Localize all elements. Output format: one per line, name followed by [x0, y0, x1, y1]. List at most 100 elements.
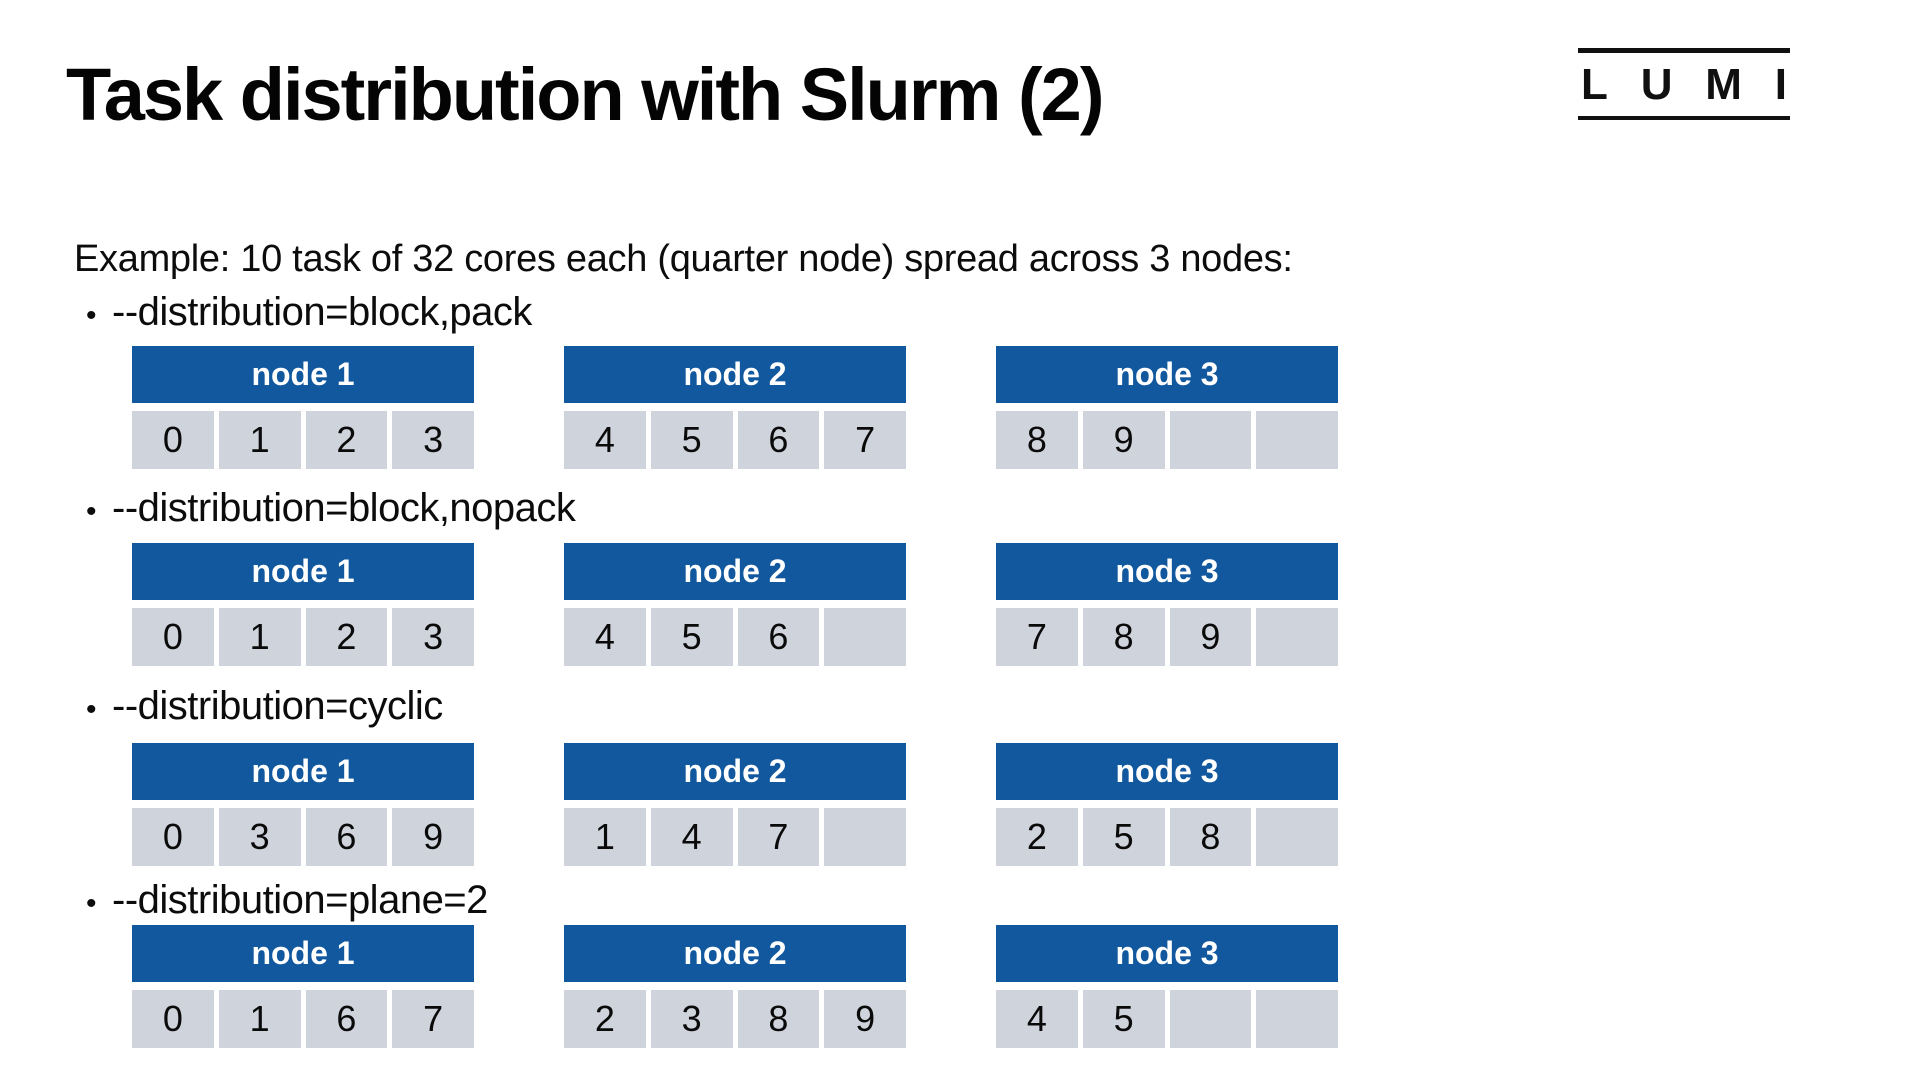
bullet-line: --distribution=block,pack [86, 288, 532, 340]
task-cell: 0 [132, 808, 214, 866]
node-table: node 1 0 1 2 3 [132, 346, 474, 469]
node-header: node 3 [996, 743, 1338, 800]
node-table-row: node 1 0 1 2 3 node 2 4 5 6 node 3 [132, 543, 1338, 666]
node-table-row: node 1 0 3 6 9 node 2 1 4 7 node 3 [132, 743, 1338, 866]
empty-cell [1169, 990, 1252, 1048]
task-cell: 7 [824, 411, 906, 469]
node-table: node 3 2 5 8 [996, 743, 1338, 866]
node-header: node 2 [564, 925, 906, 982]
node-header: node 2 [564, 743, 906, 800]
node-cells: 4 5 6 7 [564, 411, 906, 469]
logo-letter: M [1705, 60, 1742, 109]
node-cells: 2 3 8 9 [564, 990, 906, 1048]
node-table-row: node 1 0 1 2 3 node 2 4 5 6 7 node 3 [132, 346, 1338, 469]
distribution-section-block-pack: --distribution=block,pack node 1 0 1 2 3… [0, 288, 1920, 478]
empty-cell [1256, 608, 1338, 666]
node-header: node 2 [564, 346, 906, 403]
task-cell: 0 [132, 608, 214, 666]
task-cell: 2 [564, 990, 646, 1048]
node-cells: 2 5 8 [996, 808, 1338, 866]
task-cell: 9 [1082, 411, 1165, 469]
task-cell: 8 [737, 990, 820, 1048]
empty-cell [1256, 808, 1338, 866]
node-table: node 3 4 5 [996, 925, 1338, 1048]
node-cells: 0 1 6 7 [132, 990, 474, 1048]
node-table: node 3 7 8 9 [996, 543, 1338, 666]
task-cell: 5 [1082, 808, 1165, 866]
task-cell: 3 [392, 608, 474, 666]
task-cell: 4 [996, 990, 1078, 1048]
empty-cell [824, 808, 906, 866]
task-cell: 1 [218, 411, 301, 469]
node-cells: 8 9 [996, 411, 1338, 469]
task-cell: 7 [392, 990, 474, 1048]
node-header: node 3 [996, 543, 1338, 600]
node-cells: 7 8 9 [996, 608, 1338, 666]
task-cell: 1 [564, 808, 646, 866]
node-cells: 0 3 6 9 [132, 808, 474, 866]
logo-letter: I [1774, 60, 1787, 109]
task-cell: 3 [218, 808, 301, 866]
bullet-icon [86, 292, 112, 340]
node-table-row: node 1 0 1 6 7 node 2 2 3 8 9 node 3 [132, 925, 1338, 1048]
task-cell: 8 [1082, 608, 1165, 666]
bullet-line: --distribution=plane=2 [86, 876, 488, 928]
logo-rule-bottom [1578, 116, 1790, 120]
task-cell: 4 [650, 808, 733, 866]
logo-rule-top [1578, 48, 1790, 53]
distribution-label: --distribution=block,pack [112, 290, 532, 334]
page-title: Task distribution with Slurm (2) [66, 53, 1104, 136]
task-cell: 7 [737, 808, 820, 866]
node-header: node 1 [132, 743, 474, 800]
bullet-icon [86, 686, 112, 734]
node-cells: 0 1 2 3 [132, 608, 474, 666]
task-cell: 5 [1082, 990, 1165, 1048]
task-cell: 2 [305, 608, 388, 666]
task-cell: 9 [824, 990, 906, 1048]
task-cell: 0 [132, 411, 214, 469]
distribution-section-plane-2: --distribution=plane=2 node 1 0 1 6 7 no… [0, 876, 1920, 1066]
node-table: node 1 0 1 2 3 [132, 543, 474, 666]
bullet-line: --distribution=cyclic [86, 682, 443, 734]
node-cells: 0 1 2 3 [132, 411, 474, 469]
task-cell: 1 [218, 608, 301, 666]
node-table: node 2 1 4 7 [564, 743, 906, 866]
node-table: node 3 8 9 [996, 346, 1338, 469]
intro-text: Example: 10 task of 32 cores each (quart… [74, 238, 1293, 280]
node-table: node 2 4 5 6 7 [564, 346, 906, 469]
node-header: node 1 [132, 346, 474, 403]
bullet-line: --distribution=block,nopack [86, 484, 576, 536]
empty-cell [1169, 411, 1252, 469]
distribution-label: --distribution=block,nopack [112, 486, 576, 530]
node-cells: 4 5 6 [564, 608, 906, 666]
task-cell: 8 [996, 411, 1078, 469]
task-cell: 8 [1169, 808, 1252, 866]
task-cell: 4 [564, 608, 646, 666]
node-table: node 1 0 1 6 7 [132, 925, 474, 1048]
node-header: node 1 [132, 925, 474, 982]
node-cells: 4 5 [996, 990, 1338, 1048]
task-cell: 3 [650, 990, 733, 1048]
task-cell: 5 [650, 608, 733, 666]
logo-letter: U [1640, 60, 1673, 109]
task-cell: 6 [737, 608, 820, 666]
task-cell: 9 [1169, 608, 1252, 666]
bullet-icon [86, 488, 112, 536]
node-header: node 2 [564, 543, 906, 600]
empty-cell [1256, 411, 1338, 469]
node-header: node 3 [996, 925, 1338, 982]
logo-letters: L U M I [1578, 57, 1790, 113]
task-cell: 6 [305, 990, 388, 1048]
node-header: node 3 [996, 346, 1338, 403]
task-cell: 7 [996, 608, 1078, 666]
task-cell: 2 [996, 808, 1078, 866]
distribution-section-block-nopack: --distribution=block,nopack node 1 0 1 2… [0, 484, 1920, 674]
node-cells: 1 4 7 [564, 808, 906, 866]
logo-letter: L [1581, 60, 1608, 109]
task-cell: 0 [132, 990, 214, 1048]
empty-cell [1256, 990, 1338, 1048]
node-table: node 2 4 5 6 [564, 543, 906, 666]
node-table: node 1 0 3 6 9 [132, 743, 474, 866]
bullet-icon [86, 880, 112, 928]
